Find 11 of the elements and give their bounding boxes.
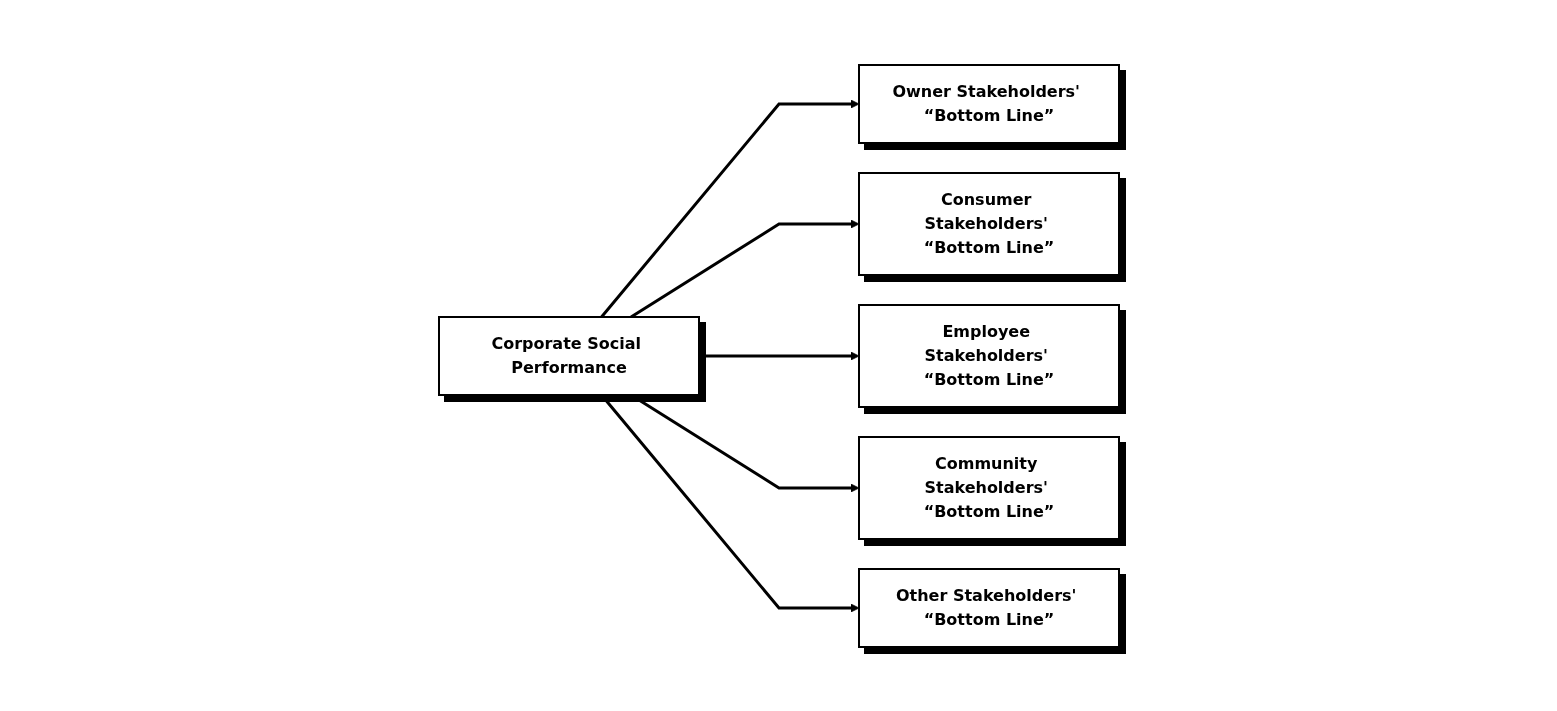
node-box: Employee Stakeholders' “Bottom Line” bbox=[857, 303, 1120, 408]
node-box: Community Stakeholders' “Bottom Line” bbox=[857, 435, 1120, 540]
arrow bbox=[599, 393, 859, 612]
arrow bbox=[629, 393, 859, 492]
arrow bbox=[629, 219, 859, 318]
node-box: Owner Stakeholders' “Bottom Line” bbox=[857, 63, 1120, 144]
node-box: Other Stakeholders' “Bottom Line” bbox=[857, 567, 1120, 648]
node-box: Consumer Stakeholders' “Bottom Line” bbox=[857, 171, 1120, 276]
arrow bbox=[599, 99, 859, 318]
node-box: Corporate Social Performance bbox=[437, 315, 700, 396]
arrow bbox=[698, 351, 859, 360]
